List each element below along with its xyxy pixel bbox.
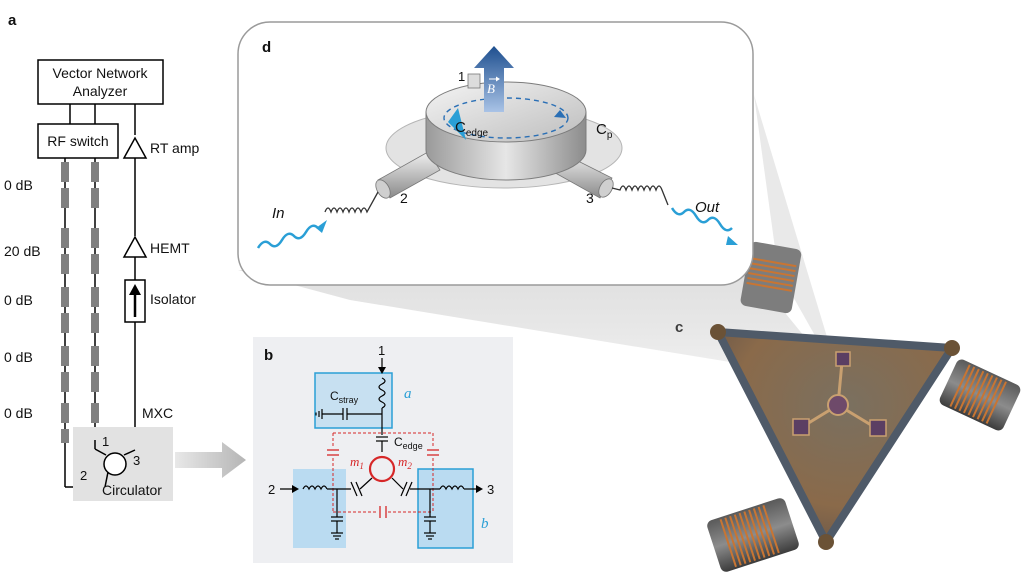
- box-b-label: b: [481, 516, 489, 532]
- wave-out-arrowhead: [726, 236, 738, 245]
- panel-a: a Vector Network Analyzer RF switch RT a…: [4, 12, 246, 501]
- m1-label: m1: [350, 454, 364, 471]
- attenuation-label-1: 0 dB: [4, 177, 33, 193]
- in-label: In: [272, 205, 285, 222]
- inductor-right: [439, 485, 465, 491]
- chip-center: [827, 394, 849, 416]
- corner-post-1: [710, 324, 726, 340]
- spring-out: [611, 185, 669, 206]
- resonator-ring: [368, 455, 396, 483]
- edge-mode-path: [443, 97, 569, 139]
- coil-right: [939, 359, 1021, 431]
- circulator-port-2: 2: [80, 468, 87, 483]
- b-port-2: 2: [268, 482, 275, 497]
- chip-pad-1: [835, 351, 851, 367]
- d-port-1: 1: [458, 69, 465, 84]
- rt-amp-label: RT amp: [150, 140, 199, 156]
- isolator-arrow-icon: [129, 284, 141, 295]
- puck-top: [425, 81, 587, 143]
- vna-label-line2: Analyzer: [73, 83, 128, 99]
- c-edge-wedge: [448, 108, 466, 140]
- vna-label-line1: Vector Network: [53, 65, 149, 81]
- box-a-label: a: [404, 386, 412, 402]
- spring-in: [324, 191, 379, 214]
- b-field-label: B: [487, 81, 495, 96]
- hemt-label: HEMT: [150, 240, 190, 256]
- wave-in: [256, 224, 319, 249]
- circulator-symbol: [103, 452, 127, 476]
- attenuation-label-4: 0 dB: [4, 349, 33, 365]
- circulator-label: Circulator: [102, 482, 162, 498]
- port-1-stub: [467, 73, 481, 89]
- circulator-triangle: [714, 328, 956, 546]
- rt-amp-triangle: [122, 136, 148, 159]
- vna-box: [37, 59, 164, 105]
- cp-label: Cp: [596, 121, 613, 141]
- box-b: [417, 468, 474, 549]
- panel-b-label: b: [264, 347, 273, 364]
- isolator-label: Isolator: [150, 291, 196, 307]
- b-port-3: 3: [487, 482, 494, 497]
- zoom-arrow: [175, 442, 246, 478]
- attenuation-label-5: 0 dB: [4, 405, 33, 421]
- rf-switch-box: [37, 123, 119, 159]
- inductor-left: [302, 485, 328, 491]
- rod-port-2: [375, 151, 441, 199]
- b-port-1: 1: [378, 343, 385, 358]
- d-port-3: 3: [586, 190, 594, 206]
- chip-pad-3: [869, 419, 887, 437]
- wave-out: [670, 207, 733, 232]
- panel-d: d 1 B Cedge Cp 2 3 I: [237, 21, 754, 286]
- m2-label: m2: [398, 454, 412, 471]
- hemt-triangle: [122, 235, 148, 258]
- zoom-beam: [238, 270, 840, 380]
- c-edge-label-b: Cedge: [394, 435, 423, 451]
- attenuators: [61, 162, 99, 443]
- corner-post-2: [944, 340, 960, 356]
- panel-b: b a b 1 Cstray Cedge: [253, 337, 513, 563]
- panel-d-label: d: [262, 39, 271, 56]
- rf-switch-label: RF switch: [47, 133, 108, 149]
- attenuation-label-2: 20 dB: [4, 243, 41, 259]
- corner-post-3: [818, 534, 834, 550]
- coil-top-left: [740, 241, 802, 314]
- chip-pad-2: [792, 418, 810, 436]
- c-stray-label: Cstray: [330, 389, 359, 405]
- out-label: Out: [695, 199, 720, 216]
- circulator-port-3: 3: [133, 453, 140, 468]
- attenuation-label-3: 0 dB: [4, 292, 33, 308]
- panel-a-label: a: [8, 12, 17, 29]
- panel-c: c: [238, 95, 1021, 572]
- inductor-a: [378, 377, 386, 409]
- d-port-2: 2: [400, 190, 408, 206]
- coil-bottom-left: [707, 498, 799, 572]
- wave-in-arrowhead: [316, 220, 327, 233]
- mxc-label: MXC: [142, 405, 173, 421]
- circulator-port-1: 1: [102, 434, 109, 449]
- c-edge-label-d: Cedge: [455, 119, 489, 139]
